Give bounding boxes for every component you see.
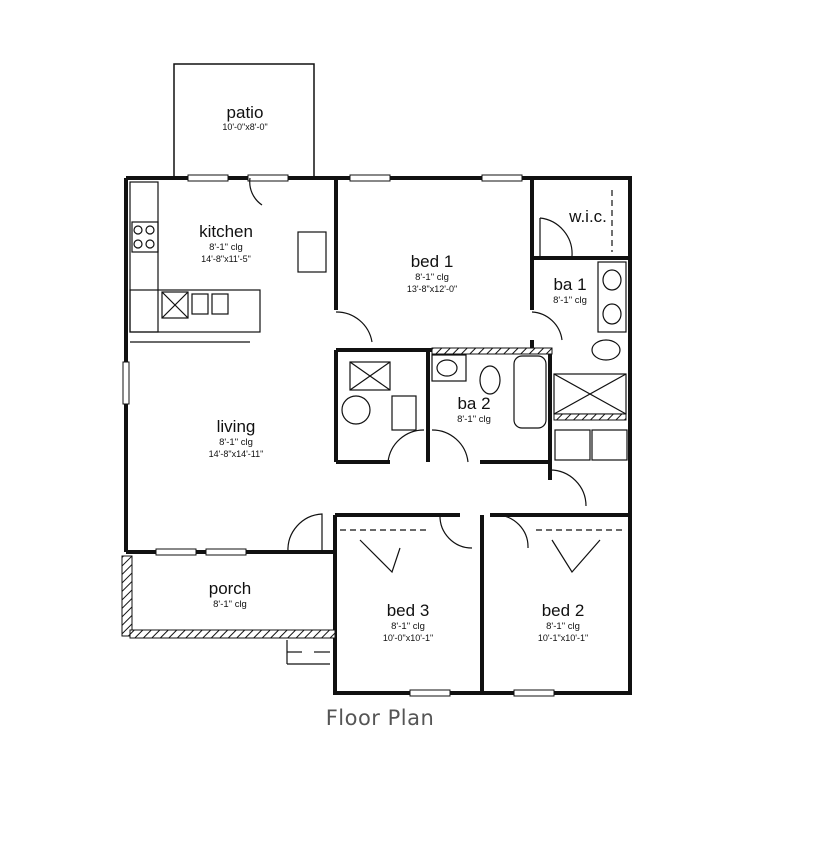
exterior-walls: [124, 176, 632, 695]
room-name: w.i.c.: [569, 207, 607, 226]
room-ceiling: 8'-1" clg: [213, 599, 247, 610]
room-dimensions: 13'-8"x12'-0": [406, 283, 458, 294]
room-ceiling: 8'-1" clg: [209, 242, 243, 253]
room-ceiling: 8'-1" clg: [415, 272, 449, 283]
room-name: ba 1: [553, 275, 587, 294]
room-name: ba 2: [457, 394, 491, 413]
porch-steps: [286, 640, 330, 665]
room-dimensions: 10'-0"x8'-0": [222, 122, 268, 132]
room-porch: porch 8'-1" clg: [209, 580, 252, 610]
room-ceiling: 8'-1" clg: [219, 437, 253, 448]
room-dimensions: 14'-8"x11'-5": [201, 253, 251, 264]
room-ba-1: ba 1 8'-1" clg: [553, 276, 587, 306]
room-bed-3: bed 3 8'-1" clg 10'-0"x10'-1": [383, 602, 433, 643]
closets: [340, 190, 626, 574]
floor-plan-caption: Floor Plan: [325, 706, 435, 730]
room-name: living: [216, 417, 256, 436]
room-dimensions: 10'-0"x10'-1": [382, 632, 434, 643]
room-ceiling: 8'-1" clg: [546, 621, 580, 632]
windows: [122, 174, 555, 697]
room-living: living 8'-1" clg 14'-8"x14'-11": [209, 418, 264, 459]
room-bed-2: bed 2 8'-1" clg 10'-1"x10'-1": [538, 602, 588, 643]
room-dimensions: 14'-8"x14'-11": [208, 448, 264, 459]
room-bed-1: bed 1 8'-1" clg 13'-8"x12'-0": [407, 253, 457, 294]
room-dimensions: 10'-1"x10'-1": [537, 632, 589, 643]
room-patio: patio 10'-0"x8'-0": [222, 104, 267, 132]
room-ba-2: ba 2 8'-1" clg: [457, 395, 491, 425]
room-name: bed 2: [541, 601, 585, 620]
room-wic: w.i.c.: [569, 208, 607, 225]
room-name: porch: [208, 579, 252, 598]
room-name: kitchen: [199, 222, 253, 241]
room-kitchen: kitchen 8'-1" clg 14'-8"x11'-5": [199, 223, 253, 264]
room-name: bed 3: [386, 601, 430, 620]
room-name: patio: [226, 103, 264, 122]
bath-fixtures: [341, 261, 628, 461]
door-swings: [249, 177, 587, 553]
room-ceiling: 8'-1" clg: [457, 414, 491, 425]
kitchen-counters: [129, 181, 327, 343]
hatched-walls: [121, 347, 627, 639]
room-ceiling: 8'-1" clg: [391, 621, 425, 632]
room-ceiling: 8'-1" clg: [553, 295, 587, 306]
room-name: bed 1: [410, 252, 454, 271]
